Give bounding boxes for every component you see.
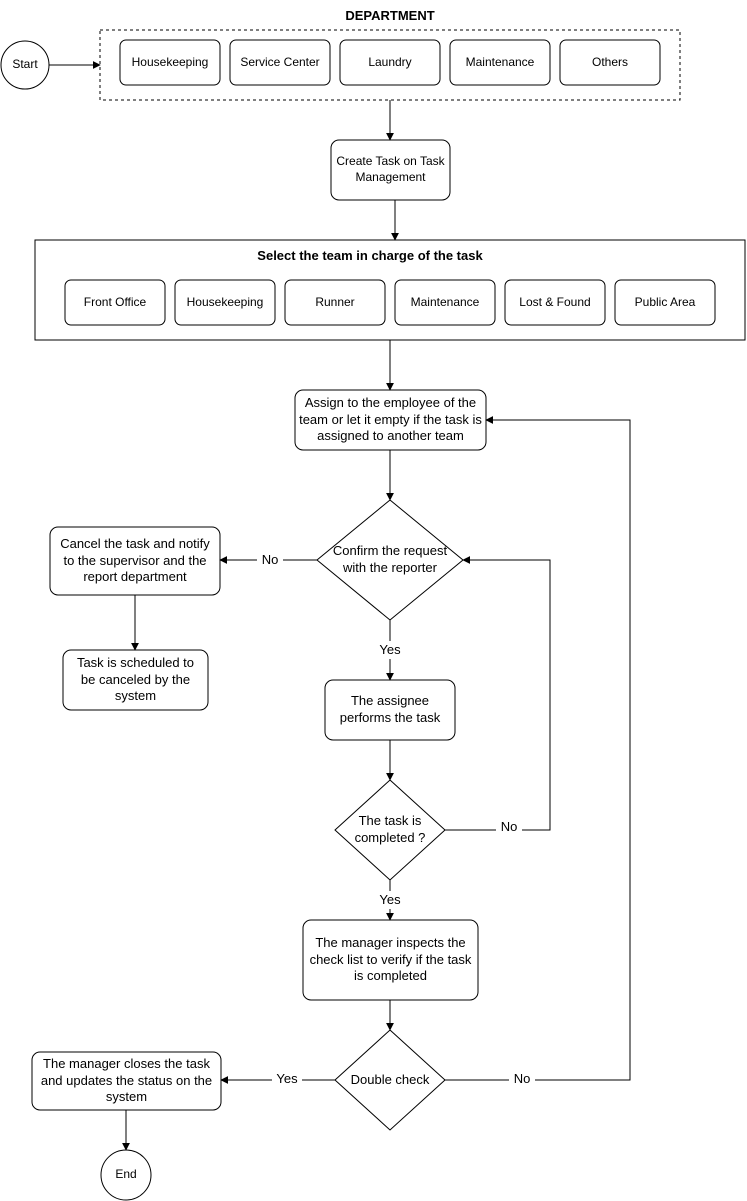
edge-double-no-loop: [445, 416, 631, 1081]
department-item-service-center: [229, 39, 331, 86]
department-item-maintenance: [449, 39, 551, 86]
edge-completed-no-loop: [445, 556, 551, 831]
end-label: End: [115, 1167, 137, 1182]
edge-label-yes: Yes: [375, 891, 405, 909]
department-item-label: Housekeeping: [131, 54, 209, 69]
assign-employee-label: Assign to the employee of the team or le…: [299, 394, 482, 444]
assignee-performs-label: The assignee performs the task: [339, 693, 441, 725]
manager-closes-label: The manager closes the task and updates …: [40, 1055, 213, 1105]
double-check-label: Double check: [350, 1071, 430, 1087]
team-item-label: Maintenance: [410, 294, 480, 309]
confirm-request-label: Confirm the request with the reporter: [332, 543, 448, 575]
department-item-housekeeping: [119, 39, 221, 86]
team-item-label: Public Area: [634, 294, 696, 309]
team-item-label: Housekeeping: [186, 294, 264, 309]
team-item-runner: [284, 279, 386, 326]
scheduled-cancel-label: Task is scheduled to be canceled by the …: [76, 654, 195, 704]
team-title: Select the team in charge of the task: [257, 247, 483, 263]
department-title: DEPARTMENT: [345, 7, 435, 23]
team-item-front-office: [64, 279, 166, 326]
department-item-label: Service Center: [240, 54, 320, 69]
double-check-diamond: [334, 1029, 446, 1131]
create-task-label: Create Task on Task Management: [336, 154, 445, 184]
edge-label-no: No: [257, 551, 283, 569]
team-item-label: Front Office: [83, 294, 147, 309]
team-item-label: Lost & Found: [519, 294, 591, 309]
task-completed-label: The task is completed ?: [354, 813, 426, 845]
department-item-label: Maintenance: [465, 54, 535, 69]
department-container: [99, 29, 681, 101]
team-item-public-area: [614, 279, 716, 326]
edge-label-no: No: [509, 1070, 535, 1088]
cancel-task-label: Cancel the task and notify to the superv…: [60, 535, 210, 585]
edge-label-no: No: [496, 818, 522, 836]
department-item-label: Laundry: [368, 54, 412, 69]
start-label: Start: [12, 57, 38, 72]
team-item-housekeeping: [174, 279, 276, 326]
edge-label-yes: Yes: [375, 641, 405, 659]
team-item-label: Runner: [315, 294, 355, 309]
team-item-maintenance: [394, 279, 496, 326]
department-item-label: Others: [591, 54, 628, 69]
department-item-others: [559, 39, 661, 86]
edge-label-yes: Yes: [272, 1070, 302, 1088]
department-item-laundry: [339, 39, 441, 86]
team-item-lost-found: [504, 279, 606, 326]
manager-inspects-label: The manager inspects the check list to v…: [309, 934, 472, 984]
